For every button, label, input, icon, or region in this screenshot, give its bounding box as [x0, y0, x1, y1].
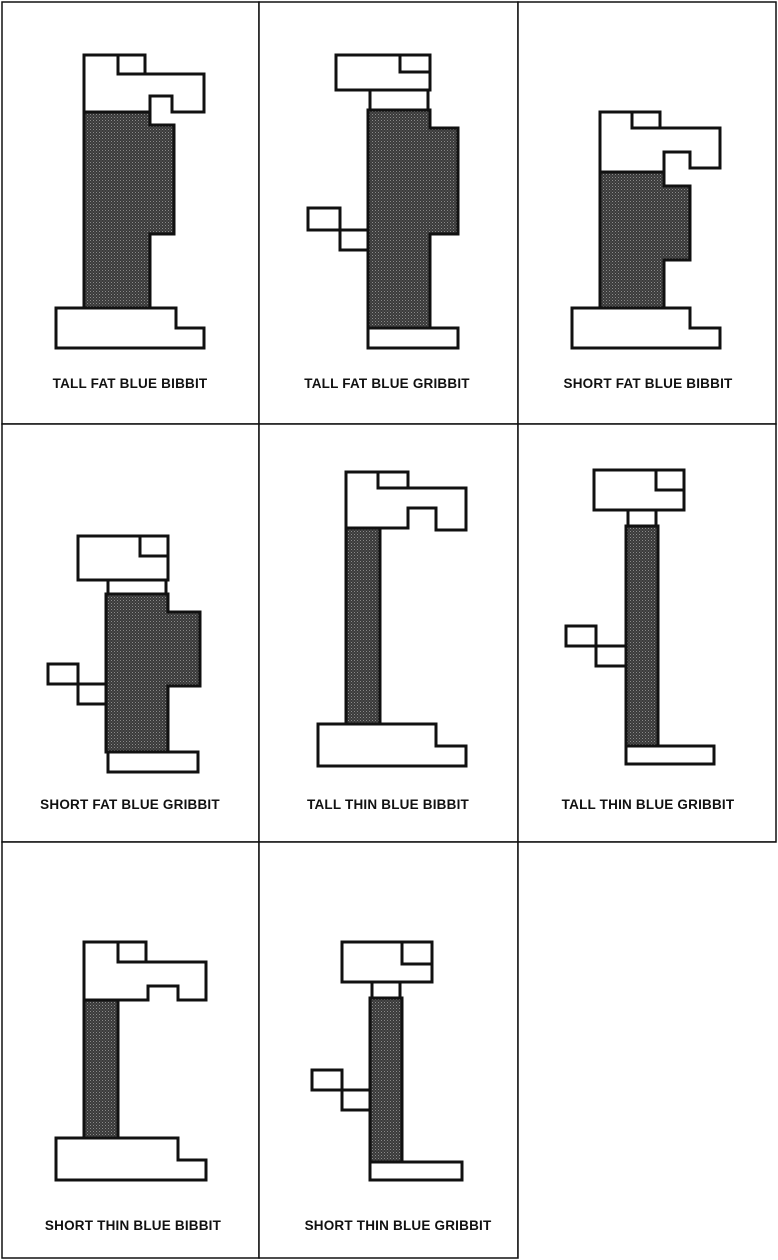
gribbit-body [626, 526, 658, 746]
gribbit-hand [308, 208, 340, 230]
creature-label: SHORT FAT BLUE BIBBIT [564, 376, 733, 391]
gribbit-hand [566, 626, 596, 646]
bibbit-body [84, 1000, 118, 1160]
creature-card [2, 2, 259, 424]
creature-label: TALL FAT BLUE BIBBIT [53, 376, 208, 391]
creature-card [2, 842, 259, 1258]
creature-card [259, 842, 518, 1258]
creature-label: TALL THIN BLUE BIBBIT [307, 797, 469, 812]
gribbit-foot [108, 752, 198, 772]
gribbit-eye [402, 942, 432, 964]
creature-card [518, 2, 776, 424]
gribbit-hand [48, 664, 78, 684]
empty-cell [518, 842, 776, 1258]
creature-card [259, 2, 518, 424]
gribbit-eye [140, 536, 168, 556]
creature-label: TALL FAT BLUE GRIBBIT [304, 376, 469, 391]
bibbit-eye [118, 942, 146, 962]
gribbit-neck [628, 510, 656, 526]
creature-label: SHORT FAT BLUE GRIBBIT [40, 797, 220, 812]
bibbit-body [346, 528, 380, 746]
creature-card [518, 424, 776, 842]
creature-label: SHORT THIN BLUE BIBBIT [45, 1218, 221, 1233]
gribbit-neck [108, 580, 166, 594]
bibbit-eye [632, 112, 660, 128]
gribbit-foot [370, 1162, 462, 1180]
gribbit-arm [78, 684, 106, 704]
gribbit-hand [312, 1070, 342, 1090]
gribbit-foot [368, 328, 458, 348]
gribbit-arm [340, 230, 368, 250]
creature-card [259, 424, 518, 842]
creature-card [2, 424, 259, 842]
gribbit-arm [342, 1090, 370, 1110]
gribbit-eye [656, 470, 684, 490]
gribbit-foot [626, 746, 714, 764]
creature-label: SHORT THIN BLUE GRIBBIT [305, 1218, 492, 1233]
gribbit-neck [372, 982, 400, 998]
gribbit-body [370, 998, 402, 1162]
creature-label: TALL THIN BLUE GRIBBIT [562, 797, 735, 812]
card-border [2, 842, 259, 1258]
bibbit-eye [378, 472, 408, 488]
gribbit-arm [596, 646, 626, 666]
bibbit-eye [118, 55, 145, 74]
gribbit-eye [400, 55, 430, 72]
gribbit-neck [370, 90, 428, 110]
